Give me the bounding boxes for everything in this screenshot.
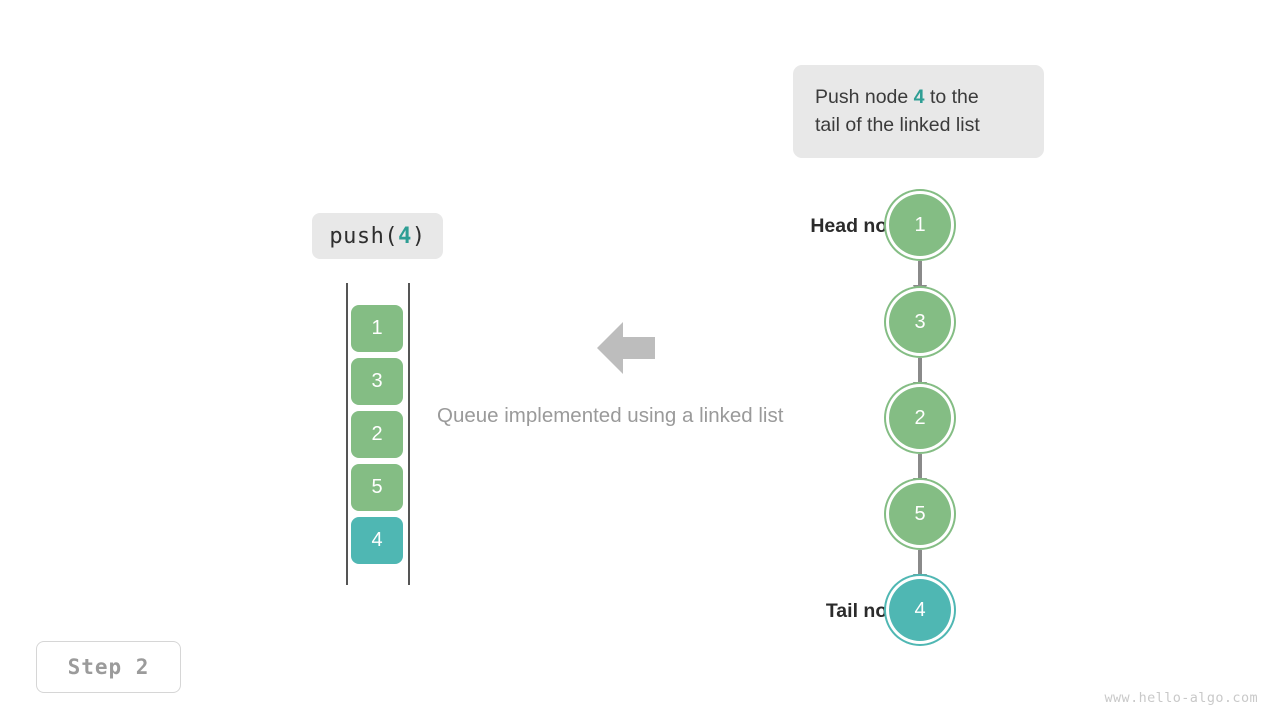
tooltip-text-post: to the	[924, 86, 979, 108]
tooltip-accent-value: 4	[913, 86, 925, 108]
list-node-new: 4	[889, 579, 951, 641]
array-cell: 3	[351, 358, 403, 405]
list-node: 2	[889, 387, 951, 449]
list-node: 3	[889, 291, 951, 353]
array-cell: 5	[351, 464, 403, 511]
operation-chip: push(4)	[312, 213, 443, 259]
description-tooltip: Push node 4 to the tail of the linked li…	[793, 65, 1044, 158]
tooltip-text-pre: Push node	[815, 86, 914, 108]
list-node: 5	[889, 483, 951, 545]
array-cell: 1	[351, 305, 403, 352]
array-cell: 2	[351, 411, 403, 458]
tooltip-line-1: Push node 4 to the	[815, 83, 1022, 111]
array-cell-new: 4	[351, 517, 403, 564]
array-cell-list: 1 3 2 5 4	[351, 305, 403, 570]
operation-call-post: )	[411, 223, 426, 249]
queue-array: 1 3 2 5 4	[340, 283, 420, 585]
array-right-boundary	[408, 283, 410, 585]
list-node: 1	[889, 194, 951, 256]
operation-call-pre: push(	[329, 223, 399, 249]
diagram-caption: Queue implemented using a linked list	[437, 404, 784, 427]
array-left-boundary	[346, 283, 348, 585]
step-badge: Step 2	[36, 641, 181, 693]
step-badge-label: Step 2	[67, 655, 150, 679]
linked-list: Head node Tail node 1 3 2 5	[750, 185, 1010, 650]
operation-call-argument: 4	[398, 223, 412, 249]
left-arrow-icon	[597, 320, 655, 376]
tail-node-label: Tail node	[825, 600, 910, 622]
operation-call-text: push(4)	[329, 224, 425, 249]
head-node-label: Head node	[810, 215, 910, 237]
tooltip-line-2: tail of the linked list	[815, 114, 980, 136]
watermark: www.hello-algo.com	[1104, 690, 1258, 706]
